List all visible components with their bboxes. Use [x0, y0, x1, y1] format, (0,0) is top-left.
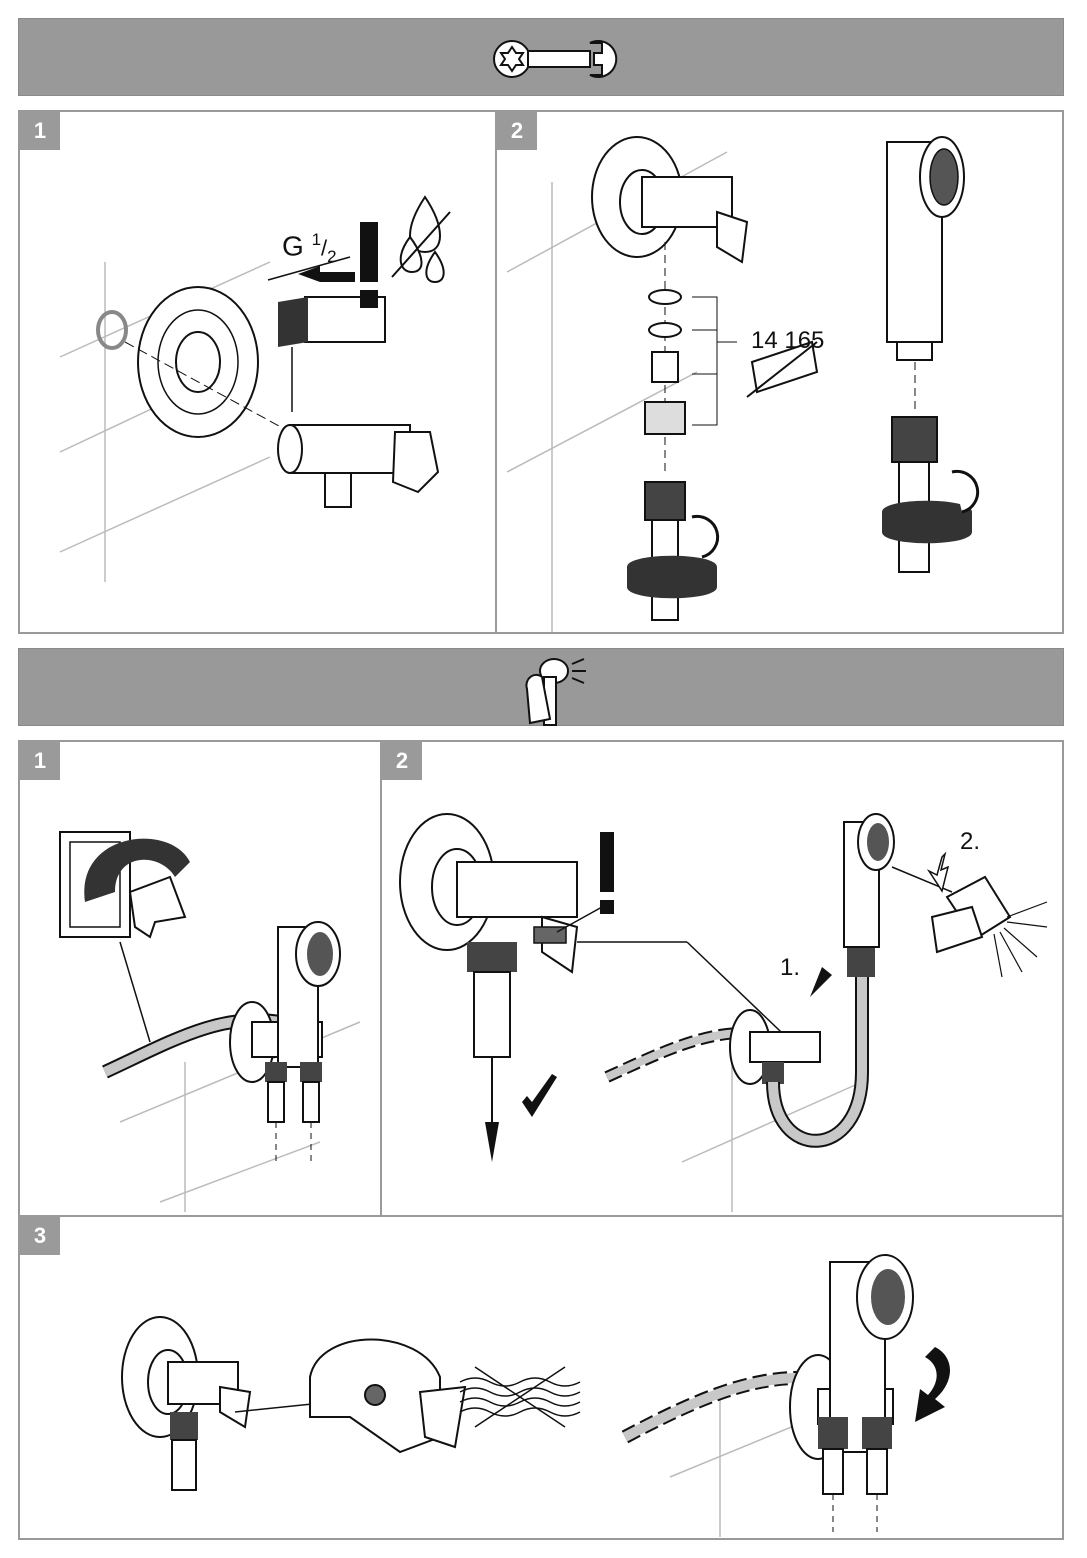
installation-header-band [18, 18, 1064, 96]
step-number: 2 [497, 112, 537, 150]
operation-step-1-illustration [59, 831, 361, 1212]
step-number: 1 [20, 742, 60, 780]
install-step-1-panel: 1 G 1/2 [18, 110, 497, 634]
install-step-2-panel: 2 14 165 [495, 110, 1064, 634]
operation-step-3-panel: 3 [18, 1215, 1064, 1540]
thread-denominator: 2 [327, 246, 337, 266]
thread-letter: G [282, 230, 304, 262]
thread-size-label: G 1/2 [282, 230, 337, 266]
operation-step-1-panel: 1 [18, 740, 382, 1217]
step-number: 2 [382, 742, 422, 780]
wrench-icon [493, 40, 618, 78]
step-label-second: 2. [960, 828, 981, 855]
hand-shower-icon [525, 658, 586, 726]
step-label-first: 1. [780, 954, 801, 981]
step-number: 3 [20, 1217, 60, 1255]
operation-step-2-illustration [399, 813, 1048, 1212]
operation-step-3-illustration [121, 1254, 950, 1537]
thread-numerator: 1 [311, 230, 322, 249]
install-step-1-illustration [59, 195, 451, 582]
step-number: 1 [20, 112, 60, 150]
install-step-2-illustration [506, 136, 980, 632]
operation-header-band [18, 648, 1064, 726]
operation-step-2-panel: 2 [380, 740, 1064, 1217]
part-number-label: 14 165 [751, 327, 825, 354]
